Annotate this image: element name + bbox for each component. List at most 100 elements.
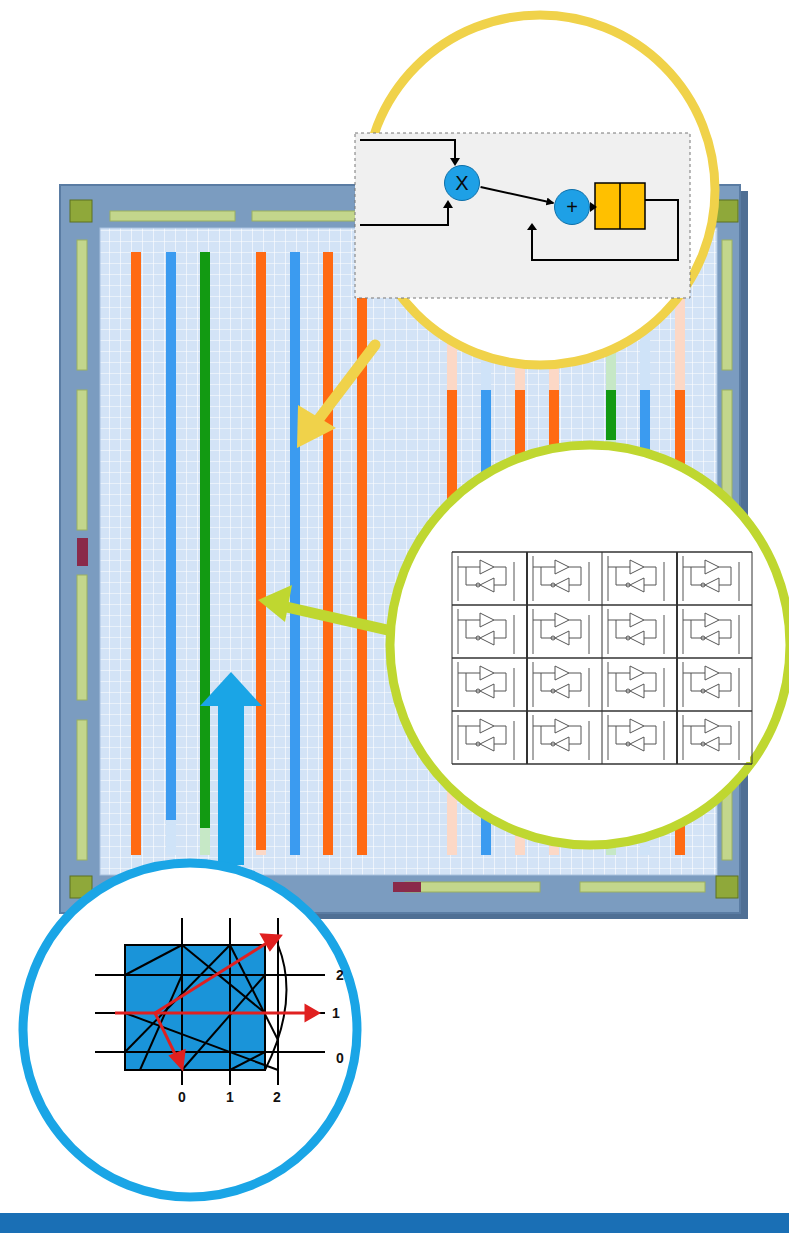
bit-line (676, 552, 678, 764)
memory-cell (458, 556, 514, 601)
resource-column-pale (357, 252, 367, 855)
memory-cell (683, 556, 739, 601)
memory-cell (458, 609, 514, 654)
shape (155, 1013, 177, 1058)
shape (480, 560, 494, 574)
shape (683, 662, 739, 707)
dsp-block (355, 133, 690, 298)
memory-callout (258, 445, 789, 845)
shape (630, 613, 644, 627)
memory-cell (458, 662, 514, 707)
memory-cell (608, 715, 664, 760)
arrowhead (590, 202, 597, 212)
arrowhead (527, 223, 537, 230)
shape (229, 918, 231, 1085)
io-pad (77, 390, 87, 530)
shape (277, 918, 279, 1085)
resource-column (200, 252, 210, 828)
shape (480, 719, 494, 733)
corner-pad (70, 200, 92, 222)
shape (533, 662, 589, 707)
shape (630, 631, 644, 645)
shape (171, 1051, 184, 1068)
word-line (452, 710, 752, 712)
shape (182, 945, 265, 1013)
shape (705, 719, 719, 733)
resource-column (357, 252, 367, 855)
memory-cell (533, 609, 589, 654)
shape (705, 578, 719, 592)
shape (458, 662, 514, 707)
shape (705, 737, 719, 751)
shape (555, 719, 569, 733)
shape (458, 715, 514, 760)
track-number: 2 (336, 968, 344, 982)
memory-cell (683, 609, 739, 654)
shape (555, 578, 569, 592)
memory-cell (533, 715, 589, 760)
shape (125, 945, 182, 975)
resource-column-pale (290, 252, 300, 855)
shape (683, 715, 739, 760)
shape (683, 556, 739, 601)
shape (608, 662, 664, 707)
shape (555, 737, 569, 751)
shape (480, 737, 494, 751)
word-line (452, 763, 752, 765)
resource-column-pale (166, 252, 176, 855)
io-pad (77, 575, 87, 700)
callout-arrowhead (200, 672, 262, 706)
shape (155, 941, 270, 1013)
callout-arrowhead (258, 585, 292, 622)
resource-column-pale (131, 252, 141, 855)
memory-array (450, 550, 750, 762)
resource-column-pale (323, 252, 333, 855)
shape (630, 737, 644, 751)
shape (555, 666, 569, 680)
shape (630, 719, 644, 733)
route-arrows (115, 935, 318, 1068)
memory-cell (608, 609, 664, 654)
shape (630, 578, 644, 592)
io-pad (77, 240, 87, 370)
word-line (452, 657, 752, 659)
signal-arrow (481, 187, 554, 203)
operator-symbol: X (455, 173, 468, 193)
clock-pad (393, 882, 421, 892)
register-divider (619, 183, 621, 229)
shape (608, 715, 664, 760)
memory-cell (683, 662, 739, 707)
shape (533, 609, 589, 654)
shape (125, 1013, 278, 1070)
shape (705, 631, 719, 645)
shape (555, 631, 569, 645)
shape (630, 684, 644, 698)
memory-cells (452, 552, 752, 764)
resource-column (256, 252, 266, 850)
shape (705, 684, 719, 698)
io-pad (110, 211, 235, 221)
callout-arrowhead (297, 405, 336, 448)
shape (230, 945, 278, 1040)
resource-column (290, 252, 300, 855)
callout-circle (390, 445, 789, 845)
shape (262, 935, 280, 949)
shape (533, 715, 589, 760)
shape (95, 1012, 325, 1014)
shape (306, 1006, 318, 1020)
io-pad (580, 882, 705, 892)
io-pad (77, 720, 87, 860)
resource-column (323, 252, 333, 855)
io-pad (405, 882, 540, 892)
routing-tracks (95, 918, 325, 1085)
shape (555, 684, 569, 698)
resource-column-pale (200, 252, 210, 855)
shape (608, 556, 664, 601)
operator-symbol: + (566, 197, 578, 217)
shape (480, 684, 494, 698)
multiplier-circle: X (444, 165, 480, 201)
track-number: 1 (226, 1090, 234, 1104)
switch-connections (125, 945, 286, 1070)
adder-circle: + (554, 189, 590, 225)
shape (630, 666, 644, 680)
